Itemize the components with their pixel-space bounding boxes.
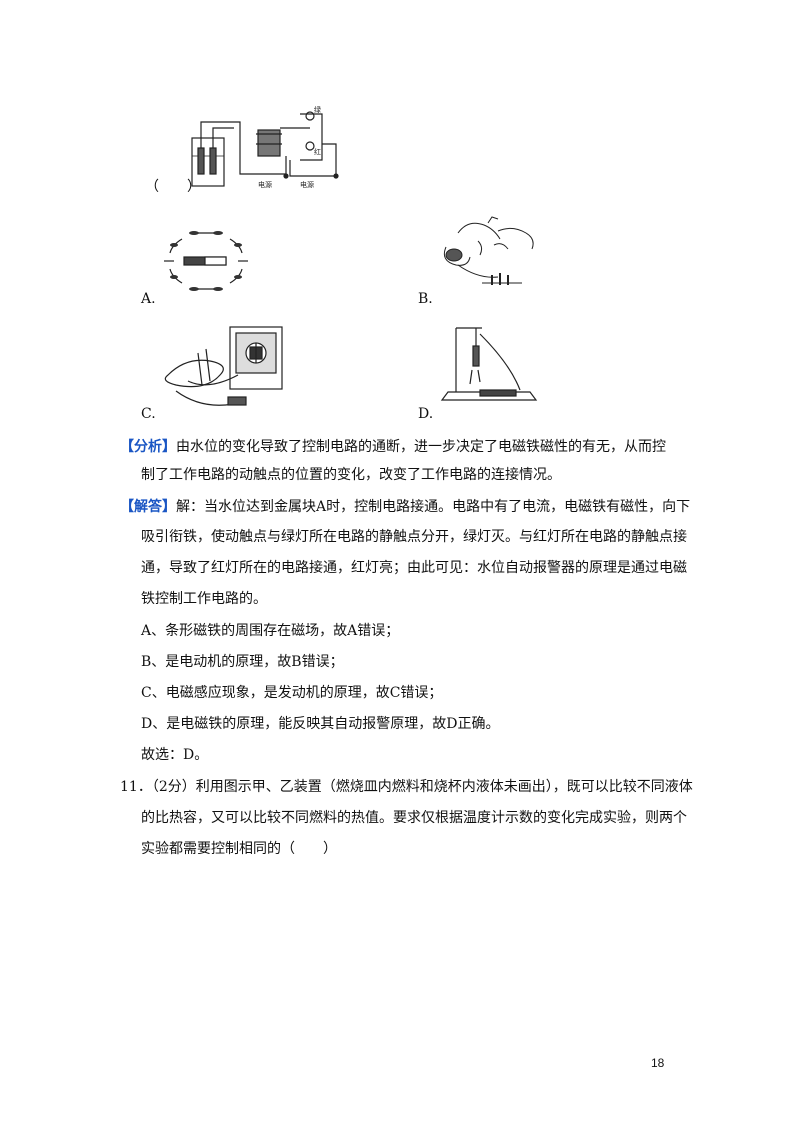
control-source-label: 电源 (258, 180, 272, 189)
water-level-alarm-figure: 绿 红 电源 电源 (191, 105, 339, 189)
answer-choice: 故选：D。 (141, 747, 209, 763)
lamp-red-label: 红 (314, 147, 321, 156)
q11-number: 11． (120, 779, 152, 795)
question-paren: （ ） (145, 179, 201, 195)
option-d-label: D. (418, 406, 434, 422)
option-a-figure (164, 231, 248, 291)
option-a-label: A. (141, 291, 156, 307)
answer-line-3: 通，导致了红灯所在的电路接通，红灯亮；由此可见：水位自动报警器的原理是通过电磁 (141, 560, 687, 576)
q11-line-3: 实验都需要控制相同的（ ） (141, 841, 337, 857)
q11-line-1: 11．（2分）利用图示甲、乙装置（燃烧皿内燃料和烧杯内液体未画出），既可以比较不… (120, 777, 693, 797)
answer-line-4: 铁控制工作电路的。 (141, 591, 267, 607)
analysis-tag: 【分析】 (120, 439, 176, 455)
analysis-text-1: 由水位的变化导致了控制电路的通断，进一步决定了电磁铁磁性的有无，从而控 (176, 439, 666, 455)
analysis-line-1: 【分析】由水位的变化导致了控制电路的通断，进一步决定了电磁铁磁性的有无，从而控 (120, 437, 666, 457)
answer-line-2: 吸引衔铁，使动触点与绿灯所在电路的静触点分开，绿灯灭。与红灯所在电路的静触点接 (141, 529, 687, 545)
answer-tag: 【解答】 (120, 499, 176, 515)
option-c-figure (164, 326, 283, 406)
answer-text-1: 解：当水位达到金属块A时，控制电路接通。电路中有了电流，电磁铁有磁性，向下 (176, 499, 691, 515)
q11-line-2: 的比热容，又可以比较不同燃料的热值。要求仅根据温度计示数的变化完成实验，则两个 (141, 810, 687, 826)
answer-item-c: C、电磁感应现象，是发动机的原理，故C错误； (141, 685, 443, 701)
answer-line-1: 【解答】解：当水位达到金属块A时，控制电路接通。电路中有了电流，电磁铁有磁性，向… (120, 497, 690, 517)
option-d-figure (440, 327, 538, 401)
analysis-line-2: 制了工作电路的动触点的位置的变化，改变了工作电路的连接情况。 (141, 467, 561, 483)
option-c-label: C. (141, 406, 156, 422)
answer-item-a: A、条形磁铁的周围存在磁场，故A错误； (141, 623, 400, 639)
q11-text-1: （2分）利用图示甲、乙装置（燃烧皿内燃料和烧杯内液体未画出），既可以比较不同液体 (151, 779, 693, 795)
lamp-green-label: 绿 (314, 105, 321, 114)
option-b-label: B. (418, 291, 433, 307)
page-number: 18 (651, 1056, 665, 1070)
answer-item-d: D、是电磁铁的原理，能反映其自动报警原理，故D正确。 (141, 716, 500, 732)
option-b-figure (443, 216, 534, 285)
answer-item-b: B、是电动机的原理，故B错误； (141, 654, 344, 670)
work-source-label: 电源 (300, 180, 314, 189)
